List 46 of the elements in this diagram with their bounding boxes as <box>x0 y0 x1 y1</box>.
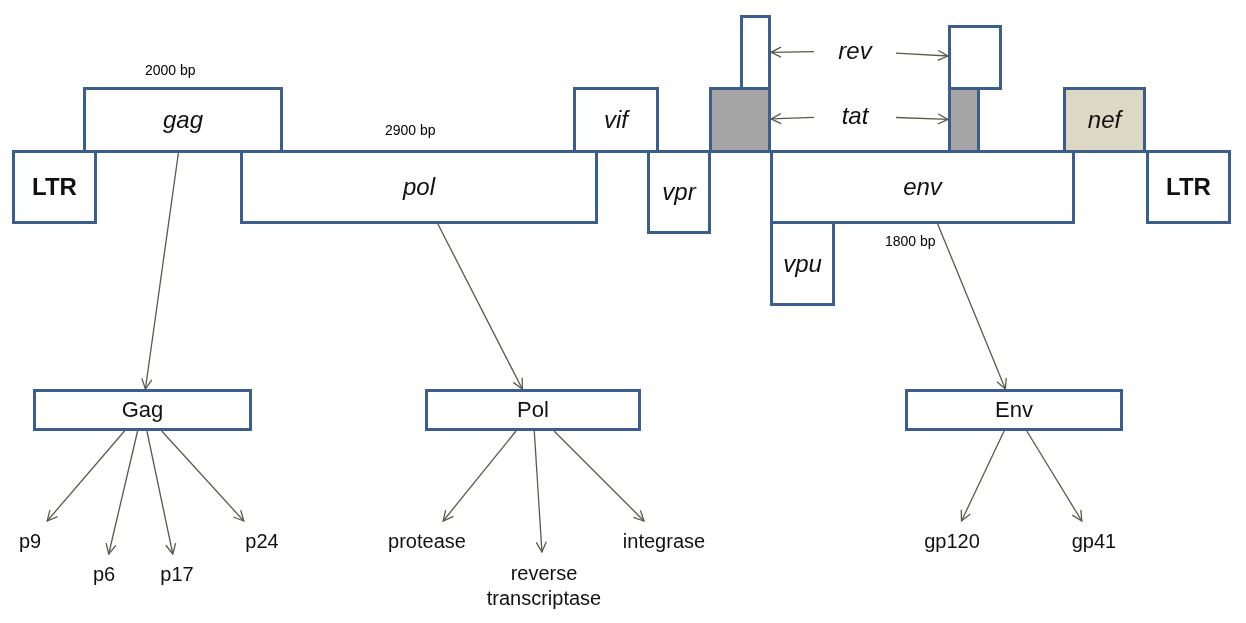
arrow <box>1026 430 1083 522</box>
exon-box <box>948 25 1002 90</box>
gene-box: gag <box>83 87 283 153</box>
gene-box: vif <box>573 87 659 153</box>
gene-box: pol <box>240 150 598 224</box>
arrow <box>895 113 949 125</box>
length-label: 2000 bp <box>145 62 196 78</box>
protein-label: integrase <box>608 527 720 555</box>
exon-box <box>948 87 980 153</box>
arrow <box>937 223 1007 390</box>
exon-box <box>709 87 771 153</box>
gene-name: rev <box>820 33 890 69</box>
arrow <box>437 223 523 390</box>
gene-box: nef <box>1063 87 1146 153</box>
exon-box <box>740 15 771 90</box>
arrow <box>770 46 815 58</box>
protein-label: reverse transcriptase <box>485 558 603 614</box>
protein-label: p24 <box>236 527 288 555</box>
arrow <box>553 430 645 522</box>
length-label: 1800 bp <box>885 233 936 249</box>
protein-label: gp41 <box>1058 527 1130 555</box>
gene-box: vpu <box>770 221 835 306</box>
arrow <box>46 430 126 522</box>
gene-box: vpr <box>647 150 711 234</box>
protein-label: gp120 <box>908 527 996 555</box>
arrow <box>533 430 547 553</box>
arrow <box>146 430 177 555</box>
ltr-box: LTR <box>12 150 97 224</box>
protein-box: Env <box>905 389 1123 431</box>
protein-label: p9 <box>8 527 52 555</box>
arrow <box>105 430 139 555</box>
arrow <box>960 430 1005 522</box>
ltr-box: LTR <box>1146 150 1231 224</box>
arrow <box>895 49 949 62</box>
protein-label: p17 <box>152 560 202 588</box>
arrow <box>770 112 815 125</box>
gene-box: env <box>770 150 1075 224</box>
protein-box: Pol <box>425 389 641 431</box>
length-label: 2900 bp <box>385 122 436 138</box>
gene-name: tat <box>820 98 890 134</box>
arrow <box>141 152 180 390</box>
protein-label: protease <box>372 527 482 555</box>
arrow <box>442 430 517 522</box>
arrow <box>161 430 245 522</box>
protein-label: p6 <box>82 560 126 588</box>
protein-box: Gag <box>33 389 252 431</box>
